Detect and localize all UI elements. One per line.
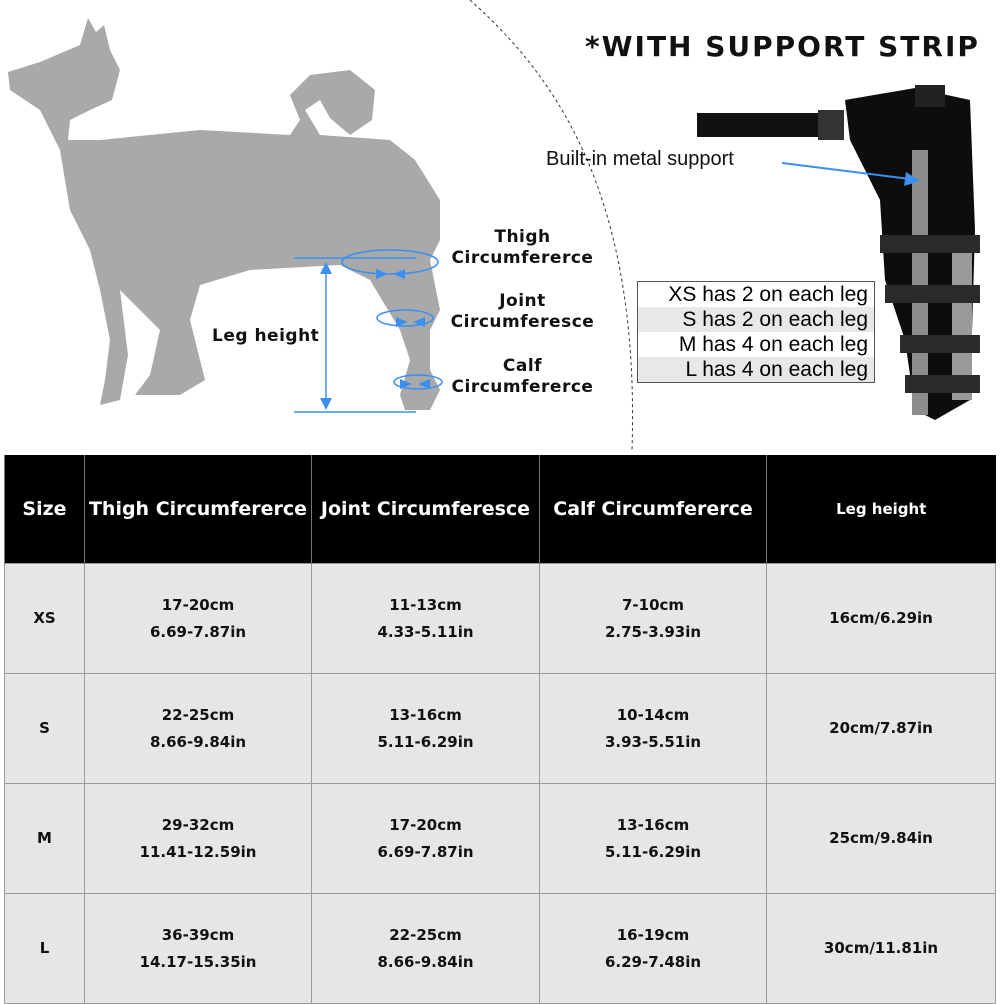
support-strip-title: *WITH SUPPORT STRIP: [585, 30, 980, 63]
leg-height-cell-value: 25cm/9.84in: [829, 829, 933, 847]
calf-label-line2: Circumfererce: [451, 377, 594, 397]
header-leg-height: Leg height: [766, 455, 996, 564]
brace-image: [697, 85, 980, 420]
calf-label: Calf Circumfererce: [445, 356, 600, 398]
joint-cell-value: 4.33-5.11in: [377, 622, 474, 641]
joint-cell-value: 8.66-9.84in: [377, 952, 474, 971]
leg-height-cell-value: 30cm/11.81in: [823, 939, 939, 957]
thigh-cell: 22-25cm 8.66-9.84in: [84, 673, 312, 784]
joint-label: Joint Circumferesce: [445, 291, 600, 333]
thigh-cell-value: 17-20cm: [161, 595, 235, 614]
thigh-label-line2: Circumfererce: [451, 248, 594, 268]
calf-cell-value: 7-10cm: [621, 595, 685, 614]
size-table: Size Thigh Circumfererce Joint Circumfer…: [4, 455, 996, 1004]
metal-support-label: Built-in metal support: [546, 148, 734, 170]
thigh-label-line1: Thigh: [494, 227, 551, 247]
calf-cell-value: 5.11-6.29in: [604, 842, 702, 861]
calf-cell: 10-14cm 3.93-5.51in: [539, 673, 767, 784]
header-joint: Joint Circumferesce: [311, 455, 540, 564]
leg-height-label: Leg height: [212, 326, 320, 346]
joint-cell-value: 5.11-6.29in: [377, 732, 474, 751]
thigh-cell-value: 29-32cm: [161, 815, 235, 834]
size-cell-value: M: [37, 829, 52, 847]
joint-label-line2: Circumferesce: [450, 312, 595, 332]
table-header-row: Size Thigh Circumfererce Joint Circumfer…: [4, 455, 996, 564]
header-calf: Calf Circumfererce: [539, 455, 767, 564]
header-thigh: Thigh Circumfererce: [84, 455, 312, 564]
calf-cell-value: 13-16cm: [616, 815, 690, 834]
size-cell: XS: [4, 563, 85, 674]
calf-cell-value: 2.75-3.93in: [604, 622, 702, 641]
strip-count-s: S has 2 on each leg: [638, 307, 874, 332]
joint-cell: 17-20cm 6.69-7.87in: [311, 783, 540, 894]
divider-curve: [469, 0, 634, 450]
table-row: S 22-25cm 8.66-9.84in 13-16cm 5.11-6.29in 10-…: [4, 673, 996, 784]
thigh-cell: 36-39cm 14.17-15.35in: [84, 893, 312, 1004]
thigh-cell: 17-20cm 6.69-7.87in: [84, 563, 312, 674]
leg-height-cell-value: 20cm/7.87in: [829, 719, 933, 737]
joint-cell: 11-13cm 4.33-5.11in: [311, 563, 540, 674]
header-size: Size: [4, 455, 85, 564]
joint-label-line1: Joint: [499, 291, 546, 311]
thigh-cell-value: 22-25cm: [161, 705, 235, 724]
thigh-cell-value: 6.69-7.87in: [149, 622, 247, 641]
size-cell-value: XS: [33, 609, 56, 627]
calf-cell-value: 6.29-7.48in: [604, 952, 702, 971]
dog-silhouette: [8, 18, 440, 410]
table-row: L 36-39cm 14.17-15.35in 22-25cm 8.66-9.84in 1…: [4, 893, 996, 1004]
leg-height-cell: 30cm/11.81in: [766, 893, 996, 1004]
strip-count-m: M has 4 on each leg: [678, 333, 868, 356]
calf-cell-value: 16-19cm: [616, 925, 690, 944]
joint-cell: 22-25cm 8.66-9.84in: [311, 893, 540, 1004]
thigh-cell-value: 14.17-15.35in: [139, 952, 257, 971]
joint-cell-value: 6.69-7.87in: [377, 842, 474, 861]
thigh-cell-value: 36-39cm: [161, 925, 235, 944]
size-cell: S: [4, 673, 85, 784]
size-cell: L: [4, 893, 85, 1004]
calf-cell: 7-10cm 2.75-3.93in: [539, 563, 767, 674]
dog-measurement-diagram: [8, 0, 634, 450]
joint-cell-value: 13-16cm: [389, 705, 462, 724]
joint-cell-value: 17-20cm: [389, 815, 462, 834]
thigh-cell: 29-32cm 11.41-12.59in: [84, 783, 312, 894]
calf-cell: 13-16cm 5.11-6.29in: [539, 783, 767, 894]
calf-cell: 16-19cm 6.29-7.48in: [539, 893, 767, 1004]
calf-cell-value: 10-14cm: [616, 705, 690, 724]
table-row: XS 17-20cm 6.69-7.87in 11-13cm 4.33-5.11in 7-…: [4, 563, 996, 674]
leg-height-cell-value: 16cm/6.29in: [829, 609, 933, 627]
thigh-cell-value: 11.41-12.59in: [139, 842, 257, 861]
measurement-lines: [294, 249, 443, 413]
leg-height-cell: 25cm/9.84in: [766, 783, 996, 894]
strip-count-box: XS has 2 on each leg S has 2 on each leg…: [637, 281, 875, 383]
thigh-label: Thigh Circumfererce: [445, 227, 600, 269]
leg-height-cell: 16cm/6.29in: [766, 563, 996, 674]
strip-count-l: L has 4 on each leg: [638, 357, 874, 382]
size-cell-value: S: [39, 719, 50, 737]
strip-count-xs: XS has 2 on each leg: [668, 283, 868, 306]
joint-cell-value: 11-13cm: [389, 595, 462, 614]
calf-label-line1: Calf: [502, 356, 543, 376]
joint-cell: 13-16cm 5.11-6.29in: [311, 673, 540, 784]
arrow-icon: [781, 162, 920, 186]
leg-height-cell: 20cm/7.87in: [766, 673, 996, 784]
size-cell-value: L: [39, 939, 50, 957]
arrowheads: [320, 262, 430, 410]
thigh-cell-value: 8.66-9.84in: [149, 732, 247, 751]
size-cell: M: [4, 783, 85, 894]
calf-cell-value: 3.93-5.51in: [604, 732, 702, 751]
joint-cell-value: 22-25cm: [389, 925, 462, 944]
